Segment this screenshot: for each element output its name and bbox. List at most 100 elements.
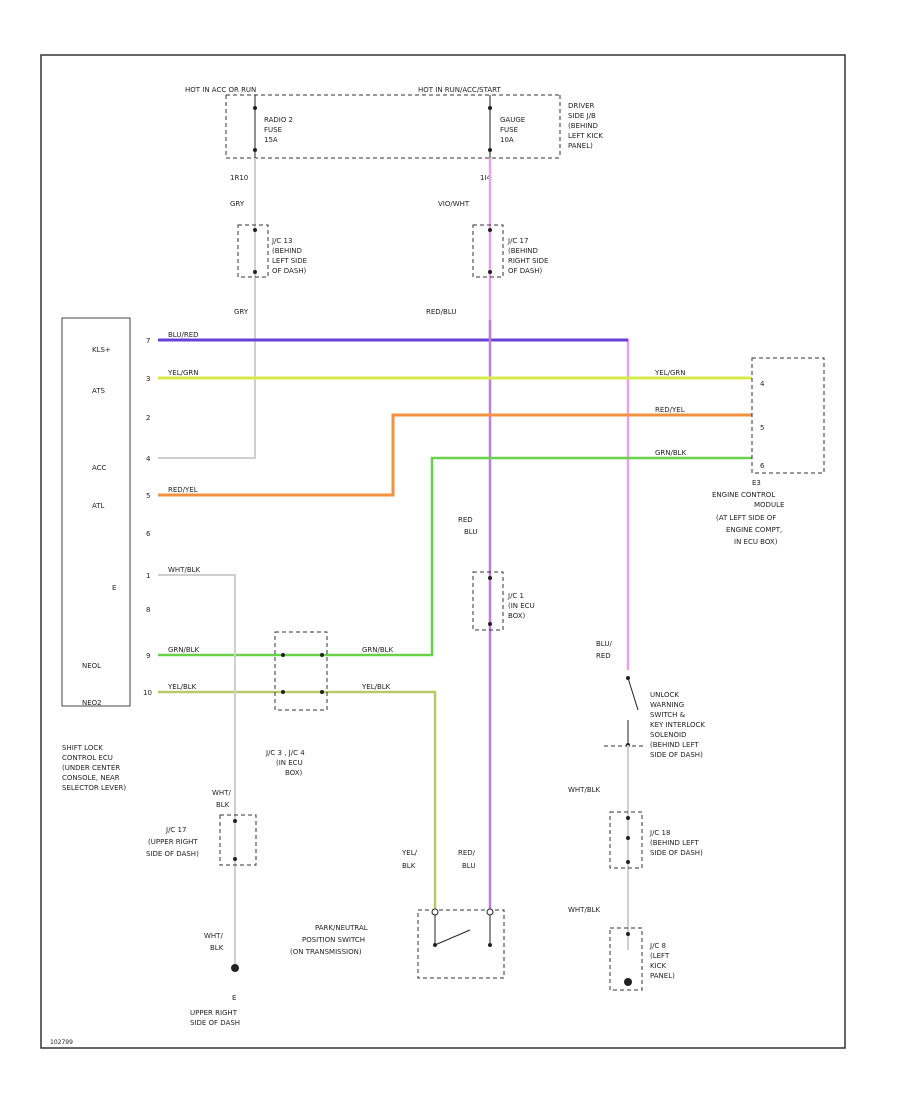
jc8-label: PANEL)	[650, 972, 675, 980]
unlock-label: (BEHIND LEFT	[650, 741, 699, 749]
park-label: PARK/NEUTRAL	[315, 924, 368, 932]
wire-wht-blk3: BLK	[210, 944, 224, 952]
ecu-pin-label: 8	[146, 606, 150, 614]
wire-vio-wht-label: VIO/WHT	[438, 200, 470, 208]
radio-fuse-label: RADIO 2	[264, 116, 293, 124]
jc18-label: (BEHIND LEFT	[650, 839, 699, 847]
wire-yel-blk-label: YEL/BLK	[361, 683, 391, 691]
ecm-label: (AT LEFT SIDE OF	[716, 514, 776, 522]
wire-wht-blk-label: WHT/BLK	[568, 906, 601, 914]
park-neutral-switch: PARK/NEUTRAL POSITION SWITCH (ON TRANSMI…	[290, 908, 505, 979]
wire-red-yel	[158, 413, 752, 497]
wire-yel-blk-label: YEL/BLK	[167, 683, 197, 691]
ecu-pin-num: 4	[146, 455, 151, 463]
wire-red-blu-label: RED/BLU	[426, 308, 457, 316]
wire-yel-blk	[158, 690, 437, 910]
wire-red-blu3: BLU	[462, 862, 475, 870]
ground-label: SIDE OF DASH	[190, 1019, 240, 1027]
jc1-label: (IN ECU	[508, 602, 535, 610]
wire-yel-grn-label: YEL/GRN	[167, 369, 198, 377]
wire-yel-blk2: BLK	[402, 862, 416, 870]
wire-wht-blk2: WHT/	[212, 789, 231, 797]
wire-grn-blk-label: GRN/BLK	[362, 646, 394, 654]
ecm-label: MODULE	[754, 501, 784, 509]
jc18-label: SIDE OF DASH)	[650, 849, 703, 857]
fuse-box-location: DRIVER SIDE J/B (BEHIND LEFT KICK PANEL)	[568, 102, 603, 150]
conn-1r10: 1R10	[230, 174, 248, 182]
jc18-label: J/C 18	[649, 829, 670, 837]
ecu-pin-num: 10	[143, 689, 152, 697]
jc8: J/C 8 (LEFT KICK PANEL)	[609, 927, 675, 991]
jc13-label: OF DASH)	[272, 267, 307, 275]
jc1: J/C 1 (IN ECU BOX)	[472, 571, 535, 631]
jc1-label: J/C 1	[507, 592, 524, 600]
ecu-pin-label: ATL	[92, 502, 105, 510]
fuse-location-line: SIDE J/B	[568, 112, 596, 120]
ecm-label: IN ECU BOX)	[734, 538, 778, 546]
ground-point	[231, 964, 239, 972]
unlock-label: WARNING	[650, 701, 684, 709]
ecu-pin-label: ATS	[92, 387, 106, 395]
wire-blu-label: BLU	[464, 528, 477, 536]
wire-grn-blk	[158, 456, 752, 657]
wire-gry	[158, 158, 256, 459]
jc17-label: OF DASH)	[508, 267, 543, 275]
unlock-warning-switch: UNLOCK WARNING SWITCH & KEY INTERLOCK SO…	[604, 676, 705, 759]
jc3-label: (IN ECU	[276, 759, 303, 767]
ecm-label: ENGINE CONTROL	[712, 491, 775, 499]
wire-blu-red-label: BLU/RED	[168, 331, 199, 339]
diagram-footer-id: 102799	[50, 1039, 73, 1046]
unlock-label: KEY INTERLOCK	[650, 721, 705, 729]
wire-red-label: RED	[458, 516, 473, 524]
jc17-upper-right: J/C 17 (UPPER RIGHT SIDE OF DASH)	[146, 814, 257, 866]
ecu-label: SHIFT LOCK	[62, 744, 103, 752]
jc17b-label: SIDE OF DASH)	[146, 850, 199, 858]
wire-red-yel-label: RED/YEL	[655, 406, 685, 414]
ecu-pin-label: ACC	[92, 464, 107, 472]
jc17-label: (BEHIND	[508, 247, 538, 255]
jc13: J/C 13 (BEHIND LEFT SIDE OF DASH)	[237, 224, 307, 278]
ground-id: E	[232, 994, 236, 1002]
ecu-pin-num: 1	[146, 572, 150, 580]
wire-grn-blk-label: GRN/BLK	[168, 646, 200, 654]
ecu-pin-label: NEOL	[82, 662, 101, 670]
jc13-label: LEFT SIDE	[272, 257, 307, 265]
jc3-label: J/C 3 , J/C 4	[265, 749, 305, 757]
jc8-label: (LEFT	[650, 952, 670, 960]
park-label: POSITION SWITCH	[302, 936, 365, 944]
wire-wht-blk3: WHT/	[204, 932, 223, 940]
jc18: J/C 18 (BEHIND LEFT SIDE OF DASH)	[609, 811, 703, 869]
wire-yel-grn-label: YEL/GRN	[654, 369, 685, 377]
fuse-location-line: DRIVER	[568, 102, 595, 110]
ecu-pin-num: 5	[146, 492, 150, 500]
ecu-label: (UNDER CENTER	[62, 764, 120, 772]
ecm-id: E3	[752, 479, 761, 487]
gauge-fuse-label: 10A	[500, 136, 514, 144]
conn-1i4: 1I4	[480, 174, 492, 182]
fuse-location-line: PANEL)	[568, 142, 593, 150]
ecu-label: CONTROL ECU	[62, 754, 113, 762]
wire-wht-blk	[158, 574, 236, 965]
radio-fuse: RADIO 2 FUSE 15A	[253, 95, 293, 158]
fuse-location-line: (BEHIND	[568, 122, 598, 130]
gauge-fuse-label: FUSE	[500, 126, 518, 134]
ecu-label: CONSOLE, NEAR	[62, 774, 120, 782]
jc17-label: RIGHT SIDE	[508, 257, 548, 265]
jc8-label: J/C 8	[649, 942, 666, 950]
gauge-fuse: GAUGE FUSE 10A	[488, 95, 525, 158]
ecu-pin-label: KLS+	[92, 346, 111, 354]
jc1-label: BOX)	[508, 612, 526, 620]
ecu-pin-label: E	[112, 584, 116, 592]
engine-control-module: 4 5 6 E3 ENGINE CONTROL MODULE (AT LEFT …	[712, 357, 825, 546]
unlock-label: SIDE OF DASH)	[650, 751, 703, 759]
radio-fuse-label: 15A	[264, 136, 278, 144]
jc17-label: J/C 17	[507, 237, 528, 245]
ecu-pin-label: 2	[146, 414, 150, 422]
ecu-pin-num: 3	[146, 375, 150, 383]
ecu-pin-numbers: 7 3 4 5 1 9 10	[143, 337, 152, 697]
ecu-label: SELECTOR LEVER)	[62, 784, 126, 792]
ecu-pin-label: 6	[146, 530, 151, 538]
jc3-jc4: J/C 3 , J/C 4 (IN ECU BOX)	[265, 631, 328, 777]
shift-lock-ecu: KLS+ ATS 2 ACC ATL 6 E 8 NEOL NEO2 7 3 4…	[61, 317, 152, 792]
ecu-pin-label: NEO2	[82, 699, 102, 707]
